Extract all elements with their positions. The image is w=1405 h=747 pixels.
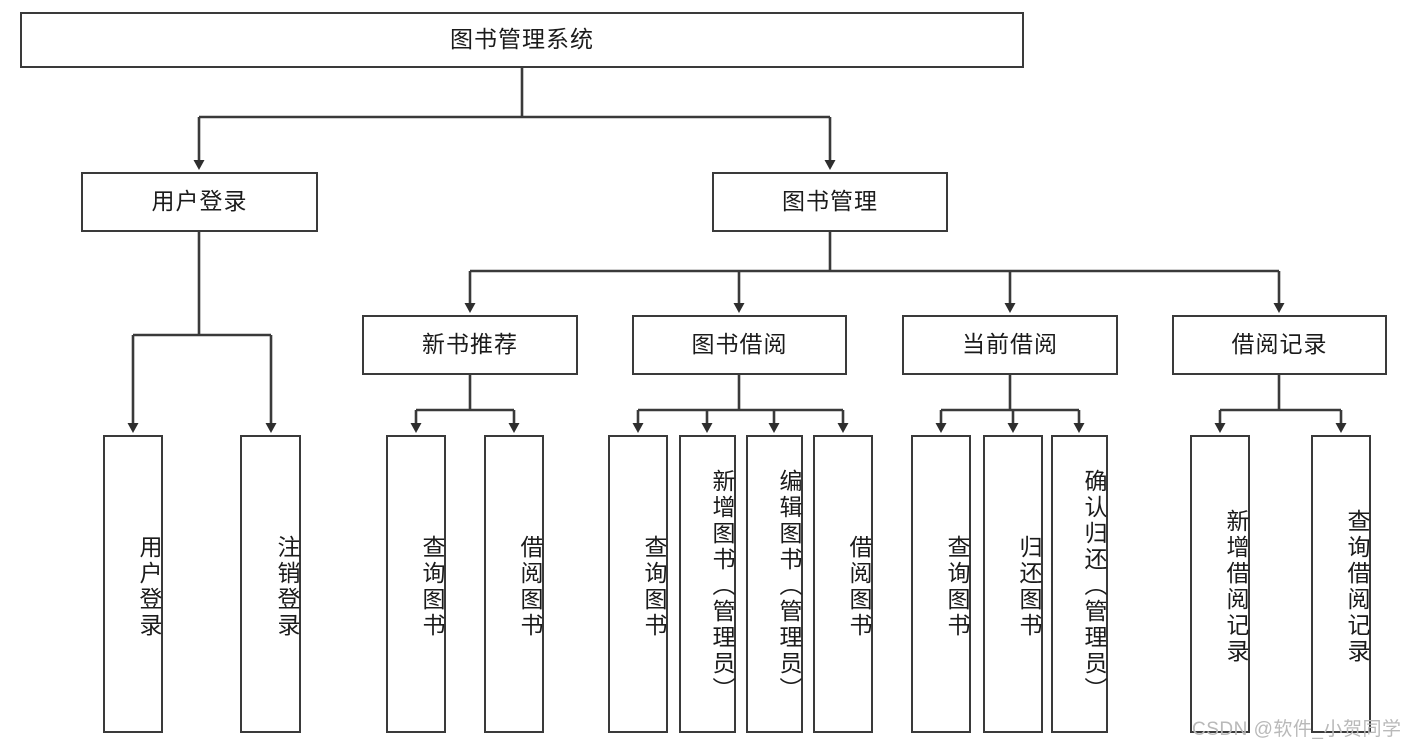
node-label: 新增图书（管理员） — [709, 469, 735, 703]
node-label: 用户登录 — [151, 188, 248, 215]
node-label: 当前借阅 — [962, 331, 1058, 358]
node-label: 借阅图书 — [846, 535, 872, 639]
node-label: 图书管理系统 — [450, 26, 594, 53]
node-leaf-7[interactable]: 借阅图书 — [813, 435, 873, 733]
node-leaf-10[interactable]: 确认归还（管理员） — [1051, 435, 1108, 733]
node-label: 归还图书 — [1016, 535, 1042, 639]
node-level3-0[interactable]: 新书推荐 — [362, 315, 578, 375]
node-level3-1[interactable]: 图书借阅 — [632, 315, 847, 375]
node-leaf-5[interactable]: 新增图书（管理员） — [679, 435, 736, 733]
node-label: 新书推荐 — [422, 331, 518, 358]
node-label: 借阅记录 — [1231, 331, 1328, 358]
node-level2-0[interactable]: 用户登录 — [81, 172, 318, 232]
node-leaf-3[interactable]: 借阅图书 — [484, 435, 544, 733]
node-label: 图书借阅 — [691, 331, 788, 358]
node-level2-1[interactable]: 图书管理 — [712, 172, 948, 232]
node-level3-3[interactable]: 借阅记录 — [1172, 315, 1387, 375]
node-label: 查询图书 — [641, 535, 667, 639]
node-label: 用户登录 — [136, 535, 162, 639]
node-leaf-1[interactable]: 注销登录 — [240, 435, 301, 733]
node-leaf-12[interactable]: 查询借阅记录 — [1311, 435, 1371, 733]
node-level3-2[interactable]: 当前借阅 — [902, 315, 1118, 375]
node-leaf-2[interactable]: 查询图书 — [386, 435, 446, 733]
node-leaf-0[interactable]: 用户登录 — [103, 435, 163, 733]
csdn-watermark: CSDN @软件_小贺同学 — [1192, 719, 1402, 740]
node-label: 图书管理 — [782, 188, 878, 215]
node-leaf-9[interactable]: 归还图书 — [983, 435, 1043, 733]
node-label: 查询借阅记录 — [1344, 509, 1370, 665]
node-leaf-4[interactable]: 查询图书 — [608, 435, 668, 733]
node-label: 注销登录 — [274, 535, 300, 639]
node-root-system[interactable]: 图书管理系统 — [20, 12, 1024, 68]
node-label: 确认归还（管理员） — [1081, 469, 1107, 703]
node-label: 编辑图书（管理员） — [776, 469, 802, 703]
node-leaf-11[interactable]: 新增借阅记录 — [1190, 435, 1250, 733]
node-label: 新增借阅记录 — [1223, 509, 1249, 665]
node-leaf-8[interactable]: 查询图书 — [911, 435, 971, 733]
node-leaf-6[interactable]: 编辑图书（管理员） — [746, 435, 803, 733]
node-label: 查询图书 — [944, 535, 970, 639]
node-label: 查询图书 — [419, 535, 445, 639]
node-label: 借阅图书 — [517, 535, 543, 639]
